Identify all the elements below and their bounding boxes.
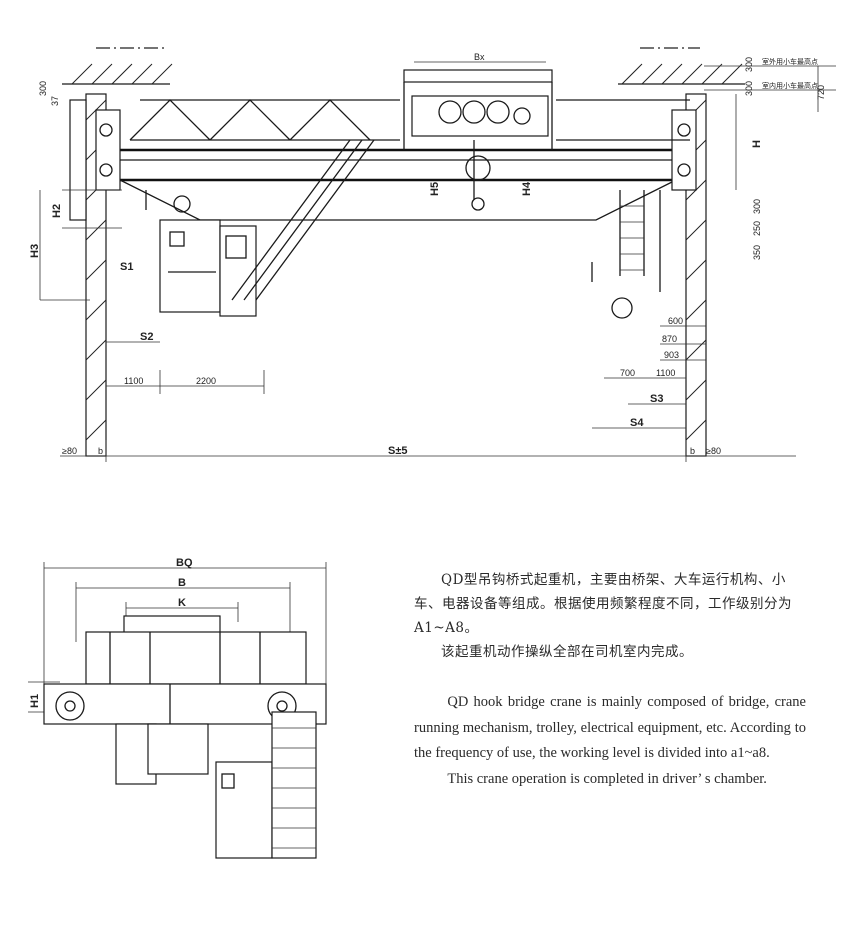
stairway	[231, 139, 375, 301]
right-ladder	[619, 190, 661, 292]
side-trolley	[85, 615, 307, 685]
description-en-paragraph-2: This crane operation is completed in dri…	[447, 770, 767, 787]
dim-s2: S2	[140, 331, 153, 343]
outdoor-trolley-label: 室外用小车最高点	[762, 57, 818, 66]
dim-h: H	[751, 140, 763, 148]
main-hook	[465, 140, 491, 211]
description-zh-paragraph-2: 该起重机动作操纵全部在司机室内完成。	[441, 644, 693, 660]
dimension-lines	[39, 94, 796, 462]
dim-h3: H3	[29, 244, 41, 258]
walkway-railing	[129, 99, 690, 141]
dim-b-right: b	[690, 446, 695, 456]
dim-ge80-left: ≥80	[62, 446, 77, 456]
dim-903: 903	[664, 350, 679, 360]
dim-300-top-b: 300	[744, 81, 754, 96]
dim-b-left: b	[98, 446, 103, 456]
hook-left-position	[145, 190, 191, 213]
dim-870: 870	[662, 334, 677, 344]
dim-250: 250	[752, 221, 762, 236]
trolley: Bx	[403, 52, 553, 150]
dim-bx: Bx	[474, 52, 485, 62]
description-en-paragraph-1: QD hook bridge crane is mainly composed …	[414, 694, 806, 761]
dim-bq: BQ	[176, 557, 193, 569]
dim-350: 350	[752, 245, 762, 260]
front-elevation-drawing: 室外用小车最高点 室内用小车最高点 300 300 720 300 37	[29, 47, 836, 462]
hook-right-position	[591, 262, 633, 319]
dim-37: 37	[50, 96, 60, 106]
dim-700: 700	[620, 368, 635, 378]
dim-1100-left: 1100	[124, 376, 143, 386]
dim-300-right: 300	[752, 199, 762, 214]
dim-300-left: 300	[38, 81, 48, 96]
bridge-girder	[95, 109, 697, 221]
dim-2200: 2200	[196, 376, 216, 386]
dim-h4: H4	[521, 181, 533, 196]
description-block: QD型吊钩桥式起重机，主要由桥架、大车运行机构、小车、电器设备等组成。根据使用频…	[414, 568, 806, 792]
roof-left-hatch	[62, 47, 173, 85]
dim-h1: H1	[29, 694, 41, 708]
dim-s4: S4	[630, 417, 644, 429]
dim-ge80-right: ≥80	[706, 446, 721, 456]
description-zh-paragraph-1: QD型吊钩桥式起重机，主要由桥架、大车运行机构、小车、电器设备等组成。根据使用频…	[414, 572, 792, 636]
indoor-trolley-label: 室内用小车最高点	[762, 81, 818, 90]
dim-720: 720	[816, 85, 826, 100]
dim-1100-right: 1100	[656, 368, 675, 378]
dim-b: B	[178, 577, 186, 589]
dim-h5: H5	[429, 182, 441, 196]
dim-span: S±5	[388, 445, 408, 457]
dim-s1: S1	[120, 261, 133, 273]
dim-s3: S3	[650, 393, 663, 405]
side-hook-and-cabin	[115, 684, 317, 859]
dim-300-top-a: 300	[744, 57, 754, 72]
roof-right-hatch	[618, 47, 745, 85]
dim-h2: H2	[51, 204, 63, 218]
side-dimension-lines	[28, 562, 327, 713]
side-elevation-drawing: BQ B K H1	[28, 557, 327, 859]
driver-cabin	[159, 219, 257, 317]
dim-k: K	[178, 597, 186, 609]
dim-600: 600	[668, 316, 683, 326]
